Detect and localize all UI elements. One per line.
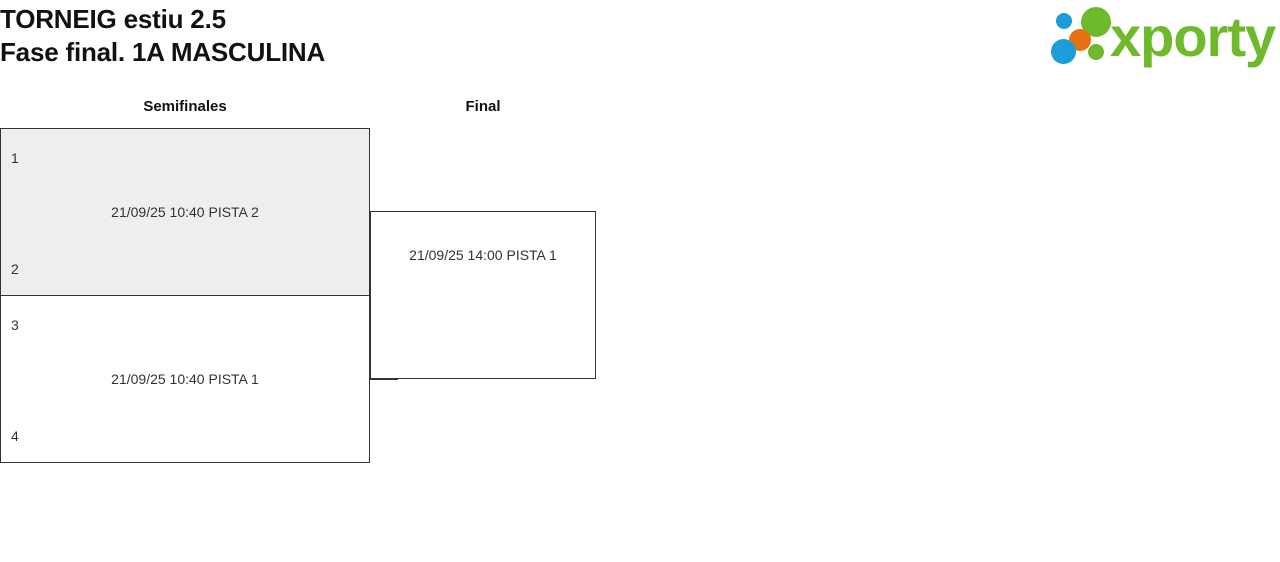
page-title-line-1: TORNEIG estiu 2.5 [0, 4, 226, 34]
match-box-semifinal-1[interactable]: 1 21/09/25 10:40 PISTA 2 2 [0, 128, 370, 296]
round-header-semifinales: Semifinales [143, 98, 227, 115]
connector-semifinal-2-to-final [370, 379, 398, 380]
xporty-logo: xporty [1050, 3, 1278, 71]
logo-wordmark: xporty [1110, 5, 1276, 68]
connector-semifinal-1-to-final [370, 211, 398, 212]
match-info: 21/09/25 14:00 PISTA 1 [409, 247, 557, 263]
logo-dot-blue-large [1051, 39, 1076, 64]
seed-top: 3 [11, 317, 19, 333]
logo-dot-green-small [1088, 44, 1104, 60]
logo-dots-icon [1050, 5, 1116, 67]
seed-top: 1 [11, 150, 19, 166]
tournament-header: TORNEIG estiu 2.5 Fase final. 1A MASCULI… [0, 0, 1000, 69]
round-header-final: Final [465, 98, 501, 115]
seed-bottom: 4 [11, 428, 19, 444]
match-box-final[interactable]: 21/09/25 14:00 PISTA 1 [370, 211, 596, 379]
page-title-line-2: Fase final. 1A MASCULINA [0, 37, 326, 67]
match-info: 21/09/25 10:40 PISTA 2 [111, 204, 259, 220]
match-box-semifinal-2[interactable]: 3 21/09/25 10:40 PISTA 1 4 [0, 295, 370, 463]
match-info: 21/09/25 10:40 PISTA 1 [111, 371, 259, 387]
logo-dot-blue-small [1056, 13, 1072, 29]
seed-bottom: 2 [11, 261, 19, 277]
